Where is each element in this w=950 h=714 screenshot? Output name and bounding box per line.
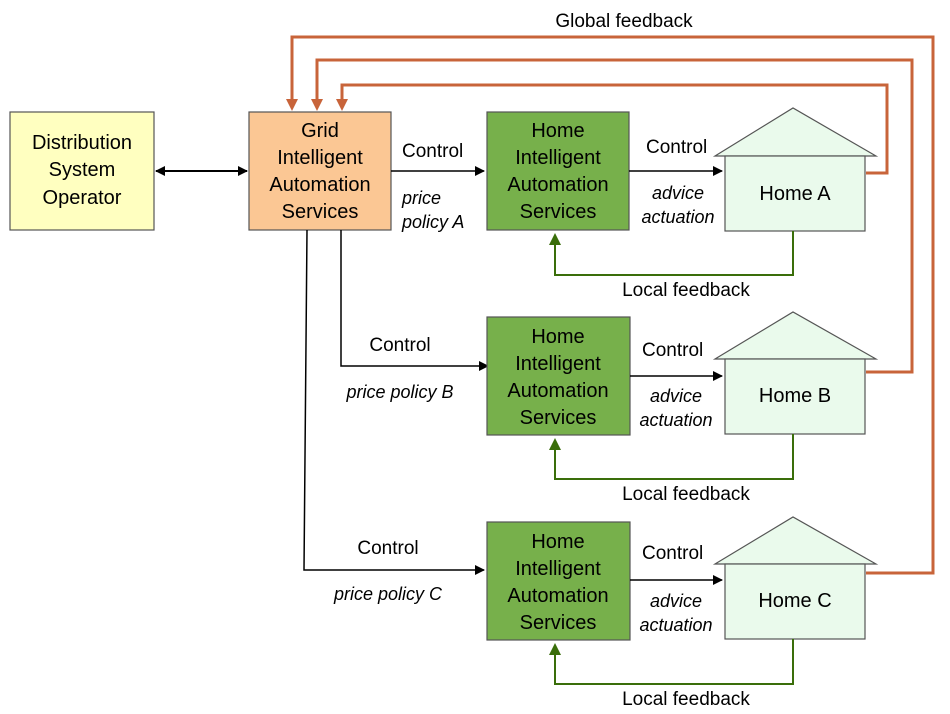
global-feedback-line-b — [315, 58, 914, 374]
local-feedback-label-b: Local feedback — [622, 484, 750, 505]
local-feedback-line-b — [554, 434, 794, 480]
house-a-roof — [712, 107, 879, 157]
home-service-b-line1: Home — [531, 326, 584, 348]
actuation-label-c: actuation — [639, 615, 712, 635]
home-service-c-line4: Services — [520, 612, 597, 634]
home-service-a-line4: Services — [520, 201, 597, 223]
grid-label-line1: Grid — [301, 120, 339, 142]
home-service-box-a — [486, 111, 630, 231]
home-control-label-b: Control — [642, 340, 703, 361]
global-feedback-line-c — [290, 35, 935, 575]
price-policy-a-line1: price — [401, 188, 441, 208]
home-service-c: Home Intelligent Automation Services — [486, 521, 631, 641]
local-feedback-label-a: Local feedback — [622, 280, 750, 301]
house-c-roof — [712, 516, 879, 565]
home-control-label-a: Control — [646, 137, 707, 158]
house-c-body — [724, 563, 866, 640]
home-control-label-c: Control — [642, 543, 703, 564]
home-service-b-line2: Intelligent — [515, 353, 601, 375]
house-b-roof — [712, 311, 879, 360]
actuation-label-b: actuation — [639, 410, 712, 430]
house-b-label: Home B — [759, 385, 831, 407]
house-a: Home A — [712, 107, 879, 232]
grid-control-arrow-b — [340, 230, 489, 371]
home-service-box-c — [486, 521, 631, 641]
grid-control-label-b: Control — [369, 335, 430, 356]
global-feedback-arrowhead-3 — [336, 99, 348, 111]
grid-label-line4: Services — [282, 201, 359, 223]
grid-box — [248, 111, 392, 231]
home-service-c-line2: Intelligent — [515, 558, 601, 580]
advice-label-a: advice — [652, 183, 704, 203]
house-b: Home B — [712, 311, 879, 435]
price-policy-c: price policy C — [333, 584, 443, 604]
local-feedback-arrowhead-a — [549, 233, 561, 245]
grid-control-arrow-c — [303, 229, 485, 575]
global-feedback-arrowhead-1 — [286, 99, 298, 111]
house-a-label: Home A — [759, 183, 831, 205]
home-service-b-line4: Services — [520, 407, 597, 429]
price-policy-a-line2: policy A — [401, 212, 464, 232]
grid-intelligent-automation-services: Grid Intelligent Automation Services — [248, 111, 392, 231]
dso-label-line2: System — [49, 159, 116, 181]
dso-label-line1: Distribution — [32, 132, 132, 154]
house-c-label: Home C — [758, 590, 831, 612]
local-feedback-line-c — [554, 639, 794, 685]
global-feedback-line-a — [340, 83, 889, 175]
local-feedback-arrowhead-b — [549, 438, 561, 450]
local-feedback-line-a — [554, 231, 794, 276]
house-c: Home C — [712, 516, 879, 640]
global-feedback-label: Global feedback — [555, 11, 693, 32]
home-service-a-line2: Intelligent — [515, 147, 601, 169]
local-feedback-label-c: Local feedback — [622, 689, 750, 710]
home-service-c-line1: Home — [531, 531, 584, 553]
house-b-body — [724, 358, 866, 435]
grid-control-label-a: Control — [402, 141, 463, 162]
home-service-a: Home Intelligent Automation Services — [486, 111, 630, 231]
price-policy-b: price policy B — [345, 382, 453, 402]
actuation-label-a: actuation — [641, 207, 714, 227]
dso-label-line3: Operator — [43, 187, 122, 209]
home-service-a-line1: Home — [531, 120, 584, 142]
grid-control-label-c: Control — [357, 538, 418, 559]
advice-label-b: advice — [650, 386, 702, 406]
home-service-b-line3: Automation — [507, 380, 608, 402]
grid-label-line2: Intelligent — [277, 147, 363, 169]
global-feedback-lines — [290, 35, 935, 575]
dso-box — [9, 111, 155, 231]
advice-label-c: advice — [650, 591, 702, 611]
grid-label-line3: Automation — [269, 174, 370, 196]
distribution-system-operator: Distribution System Operator — [9, 111, 155, 231]
home-service-b: Home Intelligent Automation Services — [486, 316, 631, 436]
local-feedback-arrowhead-c — [549, 643, 561, 655]
home-service-a-line3: Automation — [507, 174, 608, 196]
global-feedback-arrowhead-2 — [311, 99, 323, 111]
home-service-c-line3: Automation — [507, 585, 608, 607]
house-a-body — [724, 155, 866, 232]
